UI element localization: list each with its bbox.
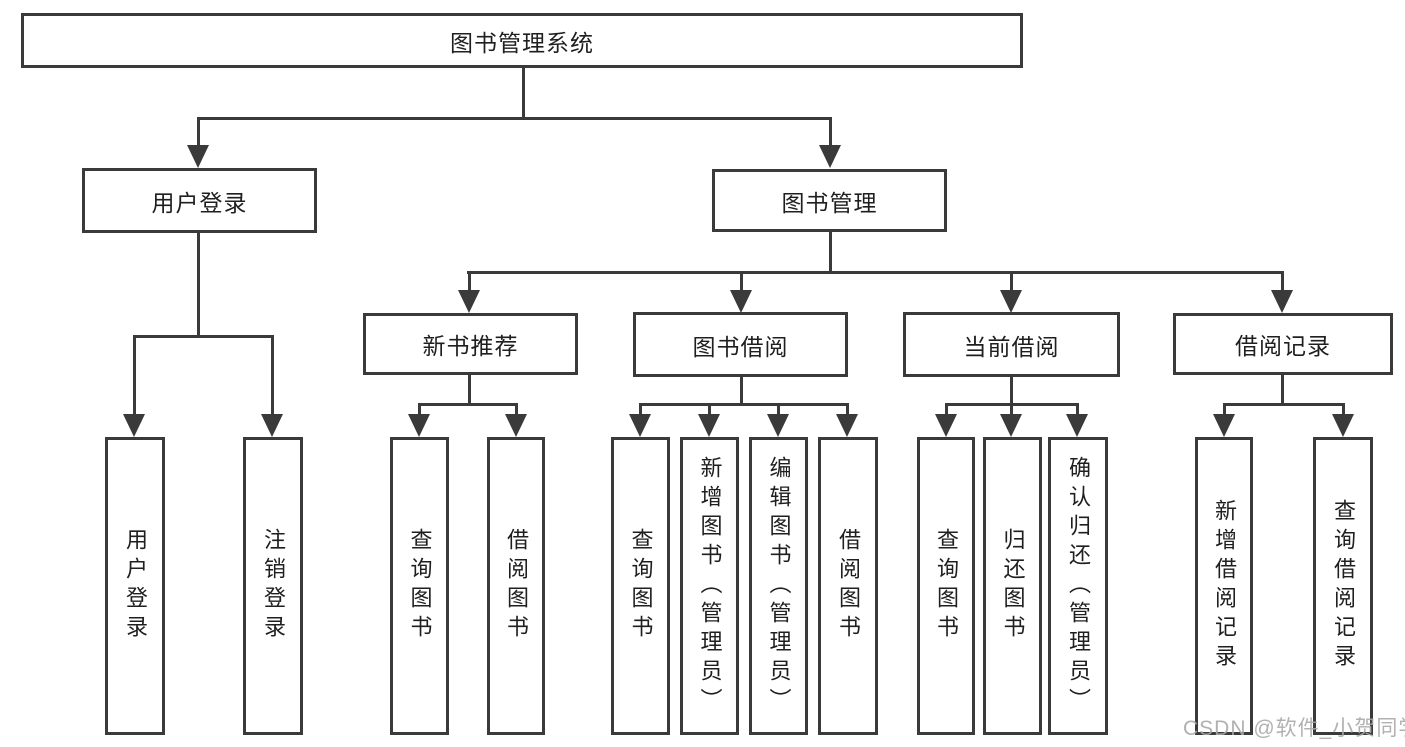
connector-line	[1281, 271, 1284, 293]
arrow-down-icon	[123, 414, 145, 437]
arrow-down-icon	[408, 414, 430, 437]
arrow-down-icon	[187, 145, 209, 168]
arrow-down-icon	[1271, 290, 1293, 313]
connector-line	[945, 403, 948, 417]
connector-line	[1076, 403, 1079, 417]
node-label: 借阅记录	[1235, 333, 1331, 359]
node-label: 用户登录	[151, 189, 248, 216]
connector-line	[515, 403, 518, 417]
node-label: 图书管理系统	[450, 29, 594, 56]
arrow-down-icon	[836, 414, 858, 437]
connector-line	[522, 68, 525, 119]
node-label: 借阅图书	[836, 528, 861, 644]
leaf-logout: 注销登录	[243, 437, 303, 735]
node-label: 编辑图书（管理员）	[766, 455, 792, 717]
node-borrow-records: 借阅记录	[1173, 313, 1393, 375]
arrow-down-icon	[767, 414, 789, 437]
arrow-down-icon	[935, 414, 957, 437]
connector-line	[777, 403, 780, 417]
connector-line	[639, 403, 642, 417]
node-label: 新书推荐	[422, 333, 519, 359]
leaf-add-books-admin: 新增图书（管理员）	[680, 437, 739, 735]
node-label: 当前借阅	[963, 333, 1060, 360]
connector-line	[133, 335, 136, 417]
node-label: 归还图书	[1000, 528, 1026, 644]
arrow-down-icon	[1000, 290, 1022, 313]
connector-line	[468, 271, 471, 293]
node-label: 用户登录	[123, 528, 148, 644]
arrow-down-icon	[819, 145, 841, 168]
arrow-down-icon	[261, 414, 283, 437]
node-system-root: 图书管理系统	[21, 13, 1023, 68]
connector-line	[708, 403, 711, 417]
leaf-query-borrow-record: 查询借阅记录	[1313, 437, 1373, 735]
connector-line	[418, 403, 421, 417]
connector-line	[1281, 375, 1284, 406]
node-current-borrowing: 当前借阅	[903, 312, 1120, 377]
connector-line	[197, 233, 200, 338]
connector-line	[740, 377, 743, 406]
leaf-query-books-3: 查询图书	[917, 437, 975, 735]
connector-line	[1223, 403, 1226, 417]
node-label: 确认归还（管理员）	[1066, 455, 1091, 717]
connector-line	[468, 375, 471, 406]
connector-line	[467, 271, 1284, 274]
connector-line	[1010, 403, 1013, 417]
leaf-query-books-1: 查询图书	[390, 437, 449, 735]
leaf-return-books: 归还图书	[983, 437, 1042, 735]
leaf-edit-books-admin: 编辑图书（管理员）	[749, 437, 808, 735]
connector-line	[740, 271, 743, 293]
node-label: 借阅图书	[504, 528, 529, 644]
node-label: 查询图书	[628, 528, 654, 644]
arrow-down-icon	[698, 414, 720, 437]
node-label: 注销登录	[261, 528, 286, 644]
connector-line	[1010, 377, 1013, 406]
leaf-user-login: 用户登录	[105, 437, 165, 735]
arrow-down-icon	[1332, 414, 1354, 437]
connector-line	[418, 403, 518, 406]
arrow-down-icon	[1000, 414, 1022, 437]
leaf-query-books-2: 查询图书	[611, 437, 670, 735]
connector-line	[1342, 403, 1345, 417]
connector-line	[829, 232, 832, 274]
arrow-down-icon	[458, 290, 480, 313]
leaf-add-borrow-record: 新增借阅记录	[1195, 437, 1253, 735]
leaf-borrow-books-2: 借阅图书	[818, 437, 878, 735]
node-label: 新增借阅记录	[1212, 499, 1237, 673]
connector-line	[197, 117, 831, 120]
arrow-down-icon	[1213, 414, 1235, 437]
connector-line	[829, 117, 832, 147]
arrow-down-icon	[629, 414, 651, 437]
node-label: 图书借阅	[692, 333, 789, 360]
connector-line	[271, 335, 274, 417]
leaf-confirm-return-admin: 确认归还（管理员）	[1048, 437, 1108, 735]
arrow-down-icon	[1066, 414, 1088, 437]
node-label: 查询图书	[407, 528, 433, 644]
connector-line	[197, 117, 200, 147]
node-user-login: 用户登录	[82, 168, 317, 233]
leaf-borrow-books-1: 借阅图书	[487, 437, 545, 735]
connector-line	[1223, 403, 1344, 406]
arrow-down-icon	[730, 290, 752, 313]
connector-line	[639, 403, 849, 406]
node-book-management: 图书管理	[712, 169, 947, 232]
node-label: 新增图书（管理员）	[697, 455, 723, 717]
node-book-borrowing: 图书借阅	[633, 312, 848, 377]
node-new-book-recommend: 新书推荐	[363, 313, 578, 375]
node-label: 图书管理	[781, 189, 878, 216]
node-label: 查询借阅记录	[1331, 499, 1356, 673]
connector-line	[846, 403, 849, 417]
arrow-down-icon	[505, 414, 527, 437]
csdn-watermark: CSDN @软件_小贺同学	[1183, 717, 1405, 740]
connector-line	[133, 335, 274, 338]
connector-line	[1010, 271, 1013, 293]
node-label: 查询图书	[934, 528, 959, 644]
